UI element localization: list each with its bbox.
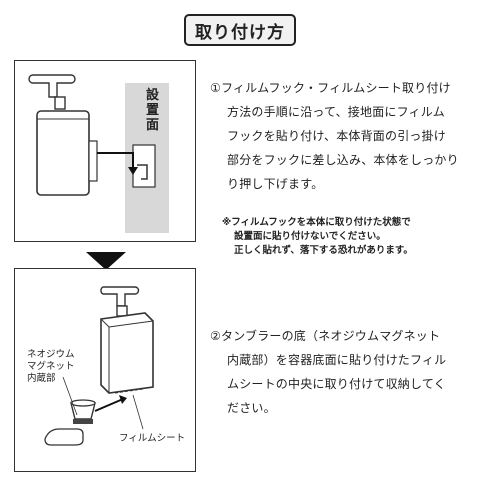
insert-arrow-line bbox=[97, 152, 134, 169]
warning-line-2: 設置面に貼り付けないでください。 bbox=[234, 231, 386, 242]
warning-line-1: ※フィルムフックを本体に取り付けた状態で bbox=[222, 217, 411, 228]
dispenser-hanger bbox=[88, 140, 98, 182]
section-title-text: 取り付け方 bbox=[195, 22, 285, 43]
pump-neck bbox=[54, 96, 66, 110]
attach-arrow-line bbox=[94, 398, 124, 412]
wall-label: 設 置 面 bbox=[146, 87, 164, 133]
magnet-leader-line bbox=[62, 376, 78, 416]
step-1-line-5: り押し下げます。 bbox=[227, 177, 324, 191]
insert-arrow-head bbox=[128, 167, 138, 175]
warning-line-3: 正しく貼れず、落下する恐れがあります。 bbox=[234, 245, 413, 256]
film-sheet-label: フィルムシート bbox=[119, 433, 185, 444]
step-2-line-3: ムシートの中央に取り付けて収納してく bbox=[227, 377, 446, 391]
step-2-line-2: 内蔵部）を容器底面に貼り付けたフィル bbox=[227, 353, 447, 367]
magnet-label-line-1: ネオジウム bbox=[27, 349, 75, 360]
film-hook-plate bbox=[132, 144, 156, 188]
step-2-line-1: ②タンブラーの底（ネオジウムマグネット bbox=[210, 329, 441, 343]
tumbler-rim bbox=[70, 399, 96, 407]
dispenser-top-front bbox=[108, 320, 154, 328]
magnet-label-line-3: 内蔵部 bbox=[27, 372, 56, 384]
pump-neck bbox=[116, 305, 128, 317]
magnet-base bbox=[73, 419, 93, 424]
hand bbox=[44, 428, 84, 446]
magnet-illustration: ネオジウム マグネット 内蔵部 フィルムシート bbox=[27, 286, 185, 446]
magnet-label: ネオジウム マグネット 内蔵部 bbox=[27, 349, 78, 384]
film-leader-line bbox=[132, 394, 144, 430]
step-2-text: ②タンブラーの底（ネオジウムマグネット 内蔵部）を容器底面に貼り付けたフィル ム… bbox=[210, 324, 472, 420]
pump-head bbox=[100, 286, 140, 307]
section-title: 取り付け方 bbox=[184, 14, 296, 46]
film-hook-hook bbox=[137, 164, 148, 180]
down-arrow-icon bbox=[86, 252, 126, 270]
wall-label-char-1: 設 bbox=[146, 87, 160, 103]
illustration-panel-magnet: ネオジウム マグネット 内蔵部 フィルムシート bbox=[14, 268, 196, 472]
dispenser-top-edge bbox=[100, 318, 110, 328]
wall-label-char-3: 面 bbox=[146, 118, 159, 133]
dispenser-body bbox=[100, 312, 154, 394]
dispenser-body bbox=[36, 110, 90, 196]
step-2-line-4: ださい。 bbox=[227, 401, 276, 415]
step-1-line-2: 方法の手順に沿って、接地面にフィルム bbox=[227, 105, 445, 119]
wall-label-char-2: 置 bbox=[146, 103, 159, 118]
magnet-label-line-2: マグネット bbox=[27, 360, 75, 372]
pump-head bbox=[28, 74, 76, 98]
step-1-line-1: ①フィルムフック・フィルムシート取り付け bbox=[210, 81, 451, 95]
illustration-panel-hook: 設 置 面 bbox=[14, 60, 196, 242]
step-1-line-4: 部分をフックに差し込み、本体をしっかり bbox=[227, 153, 459, 167]
hook-illustration: 設 置 面 bbox=[28, 74, 169, 233]
attach-arrow-head bbox=[119, 395, 127, 404]
step-1-line-3: フックを貼り付け、本体背面の引っ掛け bbox=[227, 129, 447, 143]
warning-note: ※フィルムフックを本体に取り付けた状態で 設置面に貼り付けないでください。 正し… bbox=[222, 216, 472, 258]
step-1-text: ①フィルムフック・フィルムシート取り付け 方法の手順に沿って、接地面にフィルム … bbox=[210, 76, 470, 196]
